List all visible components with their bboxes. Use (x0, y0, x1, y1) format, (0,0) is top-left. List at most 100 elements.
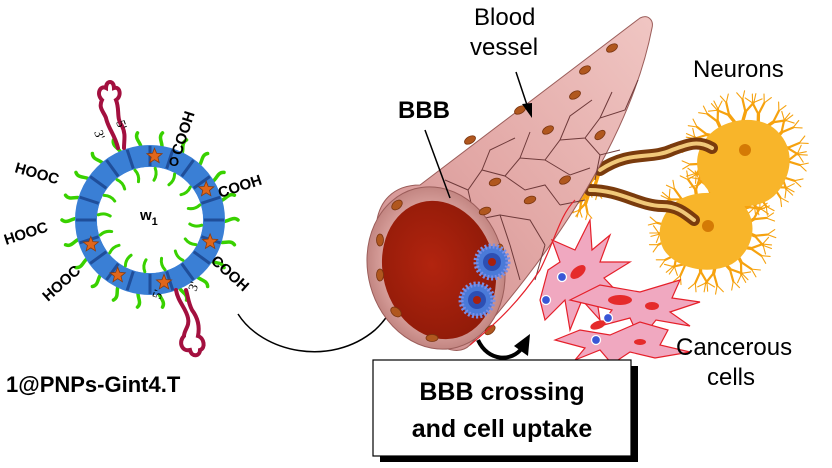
inner-ligand (159, 256, 167, 272)
dendrite (652, 225, 660, 234)
shell-stripe (89, 175, 108, 190)
dendrite (586, 212, 593, 219)
dendrite (687, 173, 697, 180)
shell-stripe (180, 262, 195, 281)
shell-stripe (125, 149, 135, 170)
dendrite (760, 208, 769, 215)
dendrite (741, 98, 747, 113)
bbb-pointer (424, 129, 451, 199)
dendrite (584, 202, 589, 215)
dendrite (694, 170, 700, 180)
dendrite (760, 205, 771, 210)
dendrite (765, 217, 776, 222)
callout-line2: and cell uptake (412, 415, 593, 443)
dendrite (668, 188, 671, 199)
dendrite (725, 101, 731, 117)
dendrite (752, 207, 761, 221)
dendrite (741, 271, 752, 274)
dendrite (750, 268, 757, 278)
cancer-cell-3 (553, 321, 691, 365)
callout-line1: BBB crossing (419, 378, 584, 406)
shell-stripe (200, 195, 221, 205)
dendrite (762, 243, 773, 246)
nanoparticle-name: 1@PNPs-Gint4.T (6, 372, 181, 397)
blood-vessel-pointer (515, 71, 529, 109)
dendrite (682, 163, 691, 170)
dendrite (753, 98, 763, 103)
blood-vessel-label-line2: vessel (470, 34, 538, 61)
neuron-nucleus-lower (702, 220, 714, 232)
dendrite (679, 262, 687, 277)
dendrite (749, 242, 764, 250)
dendrite (672, 275, 681, 282)
shell-stripe (165, 149, 175, 170)
inner-ligand (179, 185, 192, 197)
dendrite (713, 100, 719, 110)
dendrite (742, 90, 746, 101)
dendrite (765, 212, 775, 219)
dendrite (753, 233, 769, 237)
cancer-cell-1 (539, 217, 633, 333)
dendrite (659, 259, 666, 268)
dendrite (665, 184, 676, 190)
crossing-arrowhead (514, 334, 530, 356)
dendrite (785, 119, 795, 124)
inner-ligands (96, 166, 204, 274)
cancerous-cells-label-line1: Cancerous (676, 334, 792, 361)
dendrite (647, 222, 658, 226)
dendrite (736, 92, 744, 101)
dendrite (692, 118, 698, 128)
hooc-label-left-middle: HOOC (2, 219, 50, 249)
dendrite (728, 267, 735, 283)
inner-ligand (167, 172, 177, 187)
dendrite (759, 202, 768, 209)
dendrite (660, 195, 670, 201)
shell-stripe (79, 195, 100, 205)
dendrite (703, 282, 707, 293)
inner-ligand (188, 222, 204, 228)
aptamer-top-5prime: 5' (113, 118, 130, 131)
dendrite (716, 109, 731, 117)
lumen-nanoparticle-2 (458, 281, 496, 319)
cancerous-cells-label-line2: cells (707, 364, 755, 391)
dendrite (760, 255, 767, 264)
dendrite (781, 110, 785, 121)
axon-upper-highlight (598, 141, 714, 172)
dendrite (687, 125, 698, 128)
inner-ligand (142, 258, 148, 274)
drug-star (145, 147, 164, 164)
neuron-body-upper (697, 119, 790, 207)
inner-core (97, 167, 203, 273)
dendrite (702, 105, 709, 115)
cancerous-cells-illustration (469, 199, 701, 365)
shell-stripe (192, 175, 211, 190)
dendrite (757, 101, 766, 116)
dendrite (783, 112, 791, 121)
drug-stars (82, 147, 219, 290)
inner-ligand (102, 193, 117, 203)
dendrite (717, 100, 723, 110)
dendrite (784, 188, 787, 199)
core-label: w1 (139, 207, 158, 228)
dendrite (780, 118, 786, 134)
dendrite (751, 101, 760, 116)
dendrite (762, 244, 773, 250)
cooh-label-top: COOH (169, 109, 199, 157)
callout-box: BBB crossing and cell uptake (372, 359, 638, 462)
dendrite (715, 284, 718, 295)
dendrite (762, 236, 770, 245)
crossing-arrow (476, 339, 524, 360)
neuron-nucleus-upper (739, 144, 751, 156)
drug-star (155, 273, 173, 290)
dendrite (650, 233, 661, 237)
shell-stripe (105, 159, 120, 178)
inner-ligand (133, 168, 141, 184)
aptamer-top: 3' 5' (91, 80, 130, 150)
aptamer-bottom: 5' 3' (149, 280, 206, 358)
dendrite (719, 95, 727, 104)
dendrite (798, 135, 806, 144)
axon-upper (594, 137, 718, 176)
axon-lower-highlight (588, 188, 696, 222)
dendrite (786, 141, 801, 150)
dendrite (652, 244, 659, 253)
